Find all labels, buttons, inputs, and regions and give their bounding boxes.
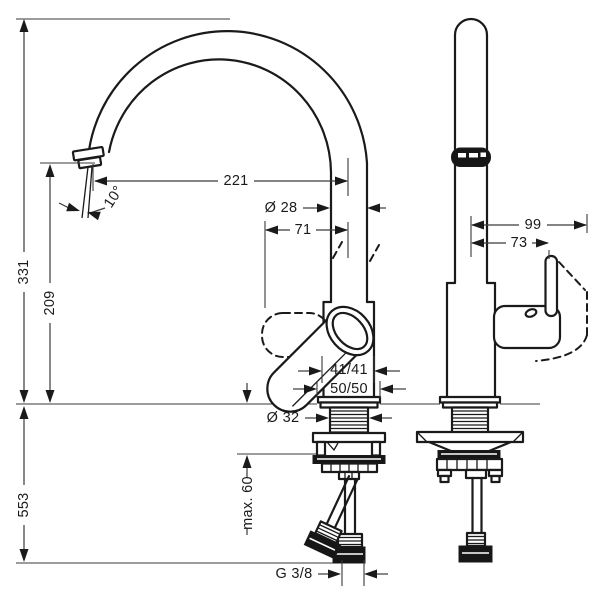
reference-lines: [16, 18, 540, 564]
dim-max-counter-thickness: max. 60: [237, 383, 316, 535]
handle-cap: [325, 305, 375, 357]
supply-hoses: [303, 475, 366, 564]
front-view: [71, 30, 387, 564]
dim-hole-diameter: Ø 32: [267, 410, 392, 426]
dim-label-209: 209: [42, 290, 58, 315]
dim-label-10deg: 10°: [101, 183, 127, 211]
spout-nozzle: [71, 145, 105, 170]
side-supply-hose: [458, 476, 493, 563]
base-plate: [316, 395, 382, 409]
side-threaded-shank: [450, 406, 490, 434]
spout-inner-arc: [107, 58, 333, 304]
dim-body-section: 41/41: [298, 356, 400, 383]
joystick-handle: [266, 305, 375, 413]
dim-label-o32: Ø 32: [267, 410, 300, 426]
handle-housing: [492, 304, 562, 350]
side-mounting-hardware: [415, 430, 525, 484]
aerator-outlet: [451, 147, 491, 167]
dim-connection-thread: G 3/8: [276, 560, 388, 586]
dim-below-counter: 553: [16, 406, 32, 562]
dim-label-553: 553: [16, 492, 32, 517]
dim-label-73: 73: [511, 235, 528, 251]
mounting-hardware: [311, 431, 387, 481]
dim-label-g38: G 3/8: [276, 566, 313, 582]
side-lever: [544, 254, 559, 318]
dim-spout-reach: 221: [92, 158, 349, 196]
dim-label-221: 221: [223, 173, 248, 189]
dim-label-71: 71: [295, 222, 312, 238]
stream-line: [81, 166, 89, 219]
dim-spout-height: 209: [40, 162, 95, 403]
dim-label-50-50: 50/50: [330, 381, 368, 397]
dim-total-height: 331: [16, 19, 32, 403]
dim-label-99: 99: [525, 217, 542, 233]
spout-outer-arc: [86, 30, 369, 304]
dim-handle-projection: 71: [264, 221, 349, 308]
side-handle-swivel: [535, 261, 588, 362]
threaded-shank: [328, 406, 370, 434]
dim-side-handle-offset: 73: [471, 235, 550, 259]
side-body: [445, 281, 497, 399]
side-view: [415, 17, 588, 563]
dim-label-o28: Ø 28: [265, 200, 298, 216]
dim-base-section: 50/50: [293, 381, 406, 398]
dim-side-handle-reach: 99: [470, 214, 588, 257]
angled-hose: [303, 475, 359, 560]
screw-hole: [524, 308, 538, 318]
dim-label-331: 331: [16, 259, 32, 284]
dim-label-41-41: 41/41: [330, 362, 368, 378]
dim-spout-diameter: Ø 28: [265, 200, 386, 216]
dim-label-max60: max. 60: [240, 476, 256, 530]
dimension-annotations: 331 209 553 max. 60: [16, 19, 588, 586]
